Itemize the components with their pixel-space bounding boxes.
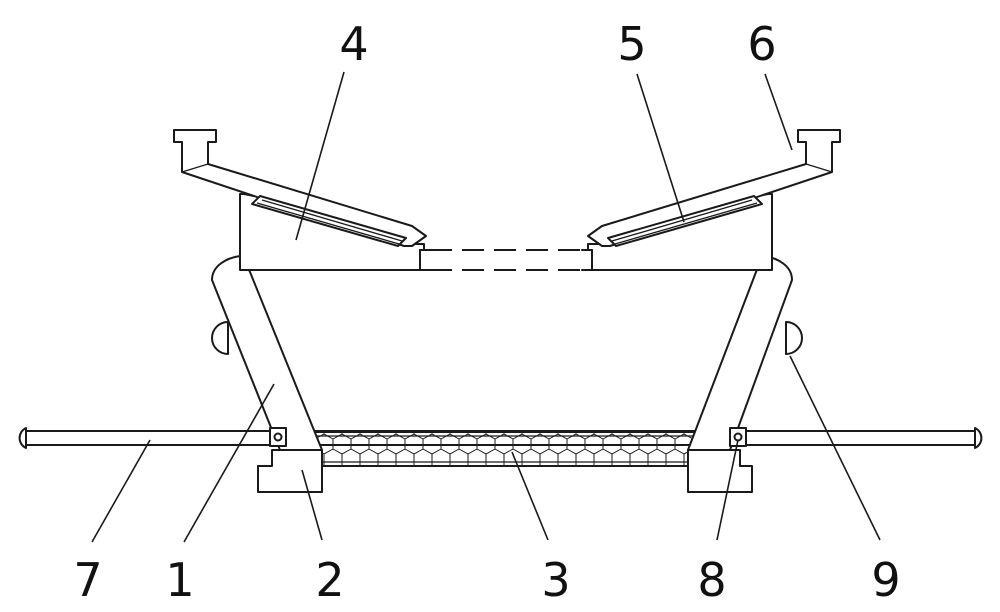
label-3: 3 (541, 553, 570, 607)
leader-line-3 (511, 451, 549, 541)
label-9: 9 (871, 553, 900, 607)
leader-line-1 (183, 383, 275, 543)
support-frame-right (687, 255, 793, 451)
label-7: 7 (73, 553, 102, 607)
rod-end-cap-left (18, 427, 27, 449)
hatched-panel-left (251, 195, 407, 247)
base-block-left (257, 449, 323, 493)
leader-line-6 (764, 73, 793, 151)
leader-line-5 (636, 73, 685, 223)
label-6: 6 (747, 17, 776, 71)
rod-end-cap-right (974, 427, 983, 449)
roller-left (211, 321, 229, 355)
label-8: 8 (697, 553, 726, 607)
roller-right (785, 321, 803, 355)
hinge-clip-left (269, 427, 287, 447)
label-1: 1 (165, 553, 194, 607)
hatched-panel-right (607, 195, 763, 247)
leader-line-9 (789, 355, 881, 541)
leader-line-2 (301, 469, 323, 541)
label-2: 2 (315, 553, 344, 607)
inclined-lid-left (173, 129, 427, 247)
inclined-lid-right (587, 129, 841, 247)
leader-line-8 (716, 439, 739, 541)
label-4: 4 (339, 17, 368, 71)
label-5: 5 (617, 17, 646, 71)
mesh-strip (309, 431, 699, 467)
leader-line-7 (91, 439, 151, 543)
base-block-right (687, 449, 753, 493)
leader-line-4 (295, 71, 345, 241)
